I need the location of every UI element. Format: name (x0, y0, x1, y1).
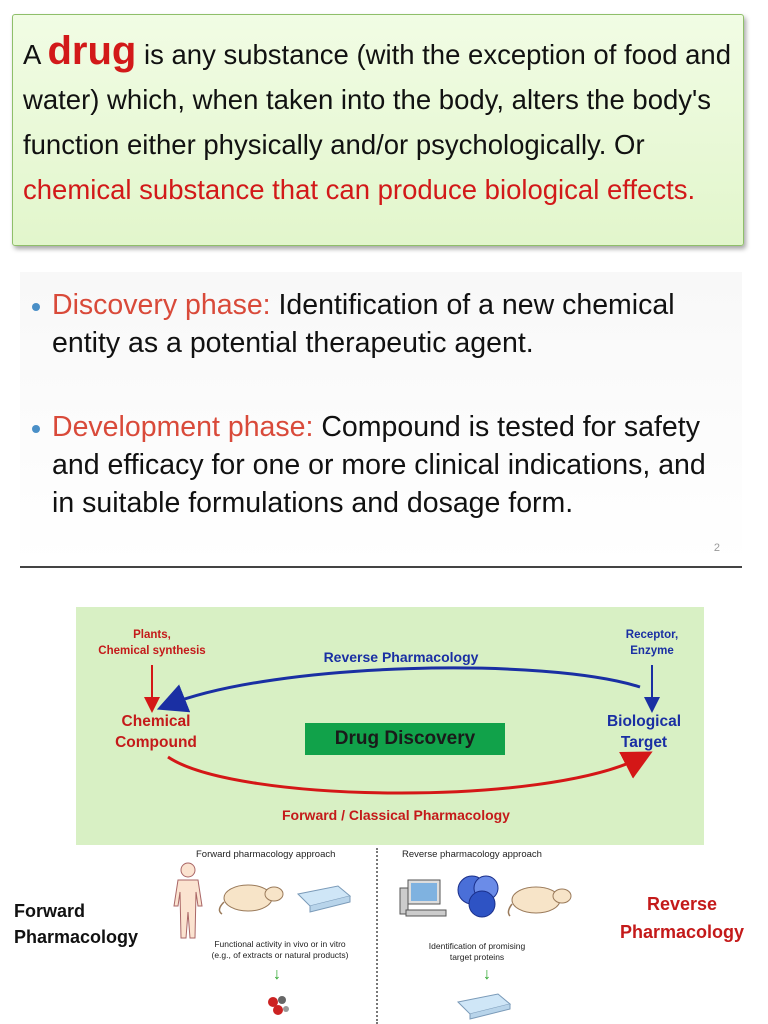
down-arrow-icon: ↓ (483, 966, 491, 984)
discovery-phase-title: Discovery phase: (52, 289, 271, 321)
forward-step-1: Functional activity in vivo or in vitro(… (190, 939, 370, 961)
reverse-pharmacology-arrow (168, 668, 640, 705)
definition-prefix: A (23, 39, 47, 70)
forward-pharmacology-heading: Forward Pharmacology (14, 898, 138, 950)
well-plate-icon (296, 884, 352, 914)
well-plate-icon (456, 992, 512, 1020)
biological-target-node: Biological Target (590, 711, 698, 753)
phases-slide: Discovery phase: Identification of a new… (20, 272, 742, 568)
source-right-label: Receptor, Enzyme (606, 627, 698, 659)
reverse-pharmacology-label: Reverse Pharmacology (276, 649, 526, 665)
rat-icon (216, 876, 288, 916)
bullet-icon (32, 425, 40, 433)
reverse-step-1-line1: Identification of promising (429, 941, 525, 951)
down-arrow-icon: ↓ (273, 966, 281, 984)
definition-red-text: chemical substance that can produce biol… (23, 174, 695, 205)
forward-approach-title: Forward pharmacology approach (196, 849, 335, 860)
rat-icon (506, 878, 576, 918)
reverse-approach-title: Reverse pharmacology approach (402, 849, 542, 860)
drug-discovery-diagram: Plants, Chemical synthesis Receptor, Enz… (76, 607, 704, 845)
bullet-icon (32, 303, 40, 311)
drug-definition-box: A drug is any substance (with the except… (12, 14, 744, 246)
development-phase-item: Development phase: Compound is tested fo… (32, 408, 732, 522)
source-left-label: Plants, Chemical synthesis (82, 627, 222, 659)
drug-discovery-box: Drug Discovery (305, 723, 505, 755)
definition-keyword: drug (47, 29, 136, 73)
reverse-pharmacology-heading: Reverse Pharmacology (608, 890, 756, 946)
chemical-compound-node: Chemical Compound (96, 711, 216, 753)
slide-number: 2 (714, 542, 720, 554)
forward-pharmacology-arrow (168, 757, 642, 793)
protein-target-icon (454, 872, 504, 920)
forward-step-1-line2: (e.g., of extracts or natural products) (211, 950, 348, 960)
forward-pharmacology-label: Forward / Classical Pharmacology (226, 807, 566, 823)
discovery-phase-item: Discovery phase: Identification of a new… (32, 286, 732, 362)
forward-step-1-line1: Functional activity in vivo or in vitro (214, 939, 345, 949)
development-phase-title: Development phase: (52, 411, 313, 443)
panel-divider (376, 848, 378, 1024)
computer-icon (398, 878, 450, 920)
reverse-step-1-line2: target proteins (450, 952, 504, 962)
human-figure-icon (168, 862, 208, 940)
molecule-icon (264, 992, 292, 1018)
